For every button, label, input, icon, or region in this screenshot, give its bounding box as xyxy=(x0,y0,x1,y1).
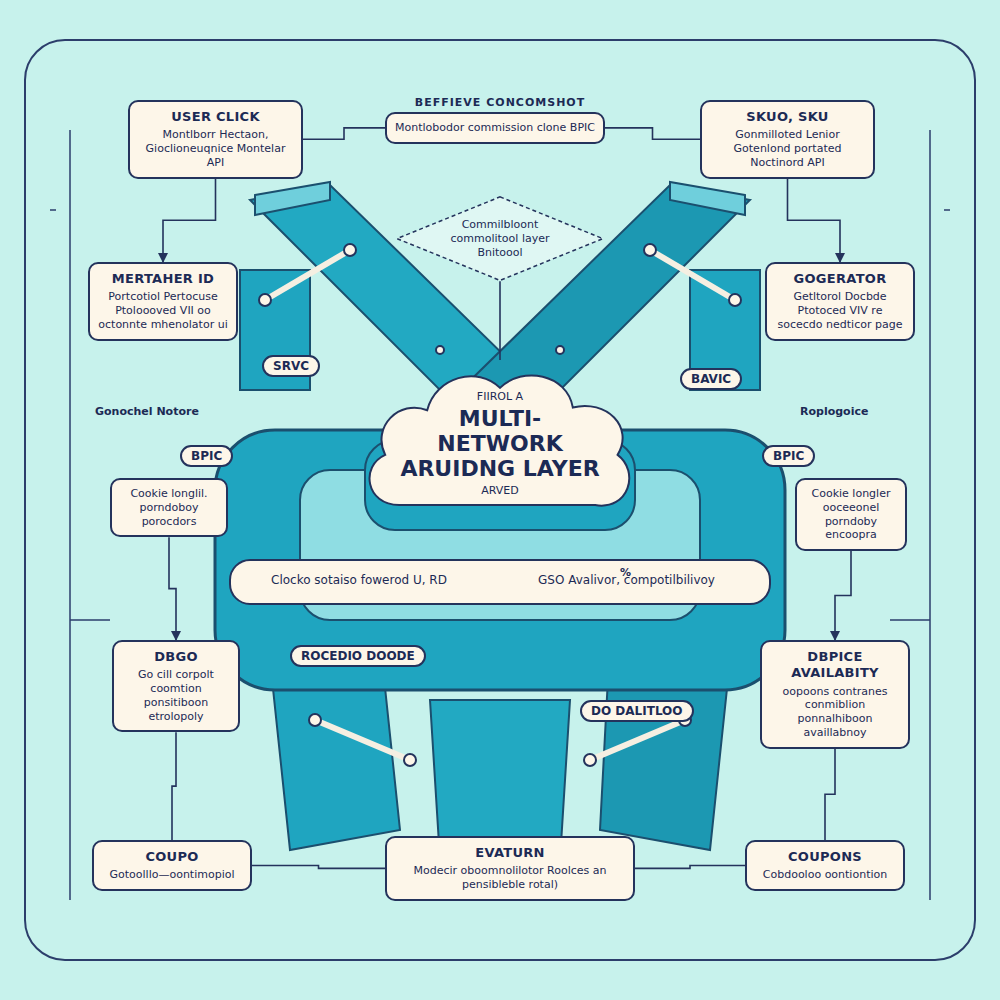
connector xyxy=(825,749,835,841)
coupon-box: COUPONS Cobdooloo oontiontion xyxy=(745,840,905,891)
note-box: Montlobodor commission clone BPIC xyxy=(385,112,605,144)
process-box: USER CLICK Montlborr Hectaon, Gioclioneuq… xyxy=(128,100,303,179)
node-text: Portcotiol Pertocuse Ptoloooved VII oo o… xyxy=(98,290,228,331)
connector xyxy=(635,866,745,869)
layer-diamond: Commilbloont commolitool layer Bnitoool xyxy=(395,196,605,281)
process-box: MERTAHER ID Portcotiol Pertocuse Ptolooov… xyxy=(88,262,238,341)
cookie-box: Cookie longlil. porndoboy porocdors xyxy=(110,478,228,537)
node-text: Modecir oboomnolilotor Roolces an pensib… xyxy=(395,864,625,892)
node-text: Getltorol Docbde Ptotoced VIV re socecdo… xyxy=(775,290,905,331)
tag-label: BAVIC xyxy=(680,368,742,390)
connector xyxy=(788,179,841,263)
node-text: Cookie longler ooceeonel porndoby encoop… xyxy=(805,487,897,542)
node-text: Cobdooloo oontiontion xyxy=(755,868,895,882)
connector xyxy=(172,732,176,840)
node-text: Montlobodor commission clone BPIC xyxy=(395,121,595,135)
process-box: SKUO, SKU Gonmilloted Lenior Gotenlond po… xyxy=(700,100,875,179)
connector xyxy=(163,179,216,263)
side-label: Roplogoice xyxy=(800,405,868,418)
node-text: MULTI-NETWORK ARUIDNG LAYER xyxy=(398,406,602,482)
symbol-label: % xyxy=(620,566,631,579)
node-text: COUPO xyxy=(102,849,242,865)
node-text: DBGO xyxy=(122,649,230,665)
connector xyxy=(835,551,851,640)
connector xyxy=(252,866,385,869)
connector xyxy=(499,281,501,360)
diamond-shape xyxy=(397,197,603,281)
side-label: Gonochel Notore xyxy=(95,405,199,418)
node-text: oopoons contranes conmiblion ponnalhiboo… xyxy=(770,685,900,740)
node-text: ARVED xyxy=(398,484,602,498)
node-text: FIIROL A xyxy=(398,390,602,404)
tag-label: DO DALITLOO xyxy=(580,700,694,722)
process-box: DBPICE AVAILABITYoopoons contranes conmi… xyxy=(760,640,910,749)
node-text: Gonmilloted Lenior Gotenlond portated No… xyxy=(710,128,865,169)
cloud-shape xyxy=(370,375,630,505)
band-text: Clocko sotaiso fowerod U, RD xyxy=(268,573,450,587)
process-box: DBGO Go cill corpolt coomtion ponsitiboon… xyxy=(112,640,240,732)
tag-label: SRVC xyxy=(262,355,320,377)
process-box: GOGERATOR Getltorol Docbde Ptotoced VIV r… xyxy=(765,262,915,341)
coupon-box: COUPO Gotoolllo—oontimopiol xyxy=(92,840,252,891)
node-text: COUPONS xyxy=(755,849,895,865)
node-text: GOGERATOR xyxy=(775,271,905,287)
node-text: EVATURN xyxy=(395,845,625,861)
node-text: Go cill corpolt coomtion ponsitiboon etr… xyxy=(122,668,230,723)
node-text: USER CLICK xyxy=(138,109,293,125)
node-text: MERTAHER ID xyxy=(98,271,228,287)
node-text: Commilbloont commolitool layer Bnitoool xyxy=(439,218,561,259)
tag-label: BPIC xyxy=(180,445,233,467)
node-text: Gotoolllo—oontimopiol xyxy=(102,868,242,882)
connector xyxy=(605,128,700,139)
tag-label: BPIC xyxy=(762,445,815,467)
cookie-box: Cookie longler ooceeonel porndoby encoop… xyxy=(795,478,907,551)
central-cloud: FIIROL A MULTI-NETWORK ARUIDNG LAYER ARVED xyxy=(360,360,640,527)
node-text: SKUO, SKU xyxy=(710,109,865,125)
connector xyxy=(169,537,176,640)
tag-label: ROCEDIO DOODE xyxy=(290,645,426,667)
node-text: DBPICE AVAILABITY xyxy=(770,649,900,682)
node-text: Montlborr Hectaon, Gioclioneuqnice Monte… xyxy=(138,128,293,169)
node-text: Cookie longlil. porndoboy porocdors xyxy=(120,487,218,528)
connector xyxy=(303,128,385,139)
return-box: EVATURN Modecir oboomnolilotor Roolces an… xyxy=(385,836,635,901)
